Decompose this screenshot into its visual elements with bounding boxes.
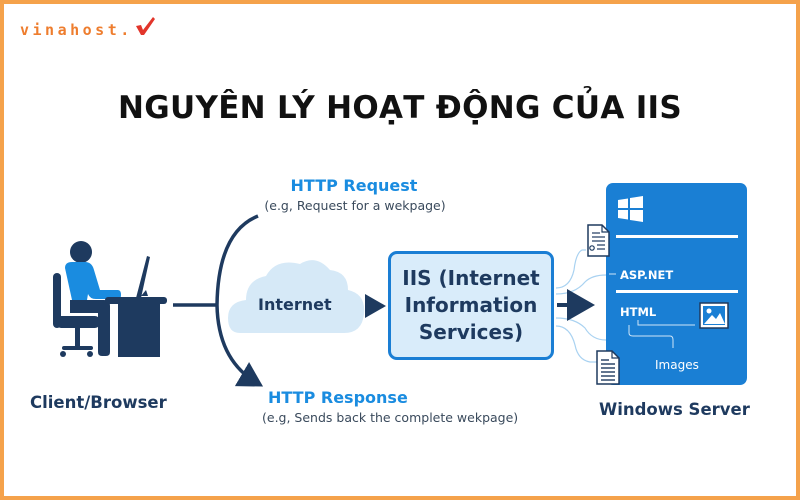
request-response-bracket [215,214,264,387]
windows-logo-icon [618,196,643,222]
iis-label: IIS (Internet Information Services) [402,266,540,344]
cloud-icon [228,260,365,333]
http-response-title: HTTP Response [268,388,408,407]
logo-text: vinahost. [20,21,133,39]
server-item-aspnet: ASP.NET [620,268,674,282]
iis-box: IIS (Internet Information Services) [388,251,554,360]
person-at-computer-icon [53,241,167,357]
document-icon [596,350,620,385]
page-title: NGUYÊN LÝ HOẠT ĐỘNG CỦA IIS [117,90,683,126]
vinahost-logo[interactable]: vinahost. [20,17,156,42]
internet-label: Internet [258,295,332,314]
windows-server-label: Windows Server [599,400,750,419]
http-request-title: HTTP Request [290,176,418,195]
client-browser-label: Client/Browser [30,393,167,412]
image-icon [699,302,729,329]
server-divider-2 [616,290,738,293]
http-response-subtitle: (e.g, Sends back the complete wekpage) [262,410,519,425]
http-request-subtitle: (e.g, Request for a wekpage) [264,198,446,213]
document-code-icon [587,224,610,257]
server-item-html: HTML [620,305,657,319]
server-internal-lines [609,273,695,348]
checkmark-icon [135,17,155,35]
server-item-images: Images [655,358,699,372]
server-divider-1 [616,235,738,238]
iis-connector-lines [555,249,615,363]
windows-server-box [606,183,747,385]
